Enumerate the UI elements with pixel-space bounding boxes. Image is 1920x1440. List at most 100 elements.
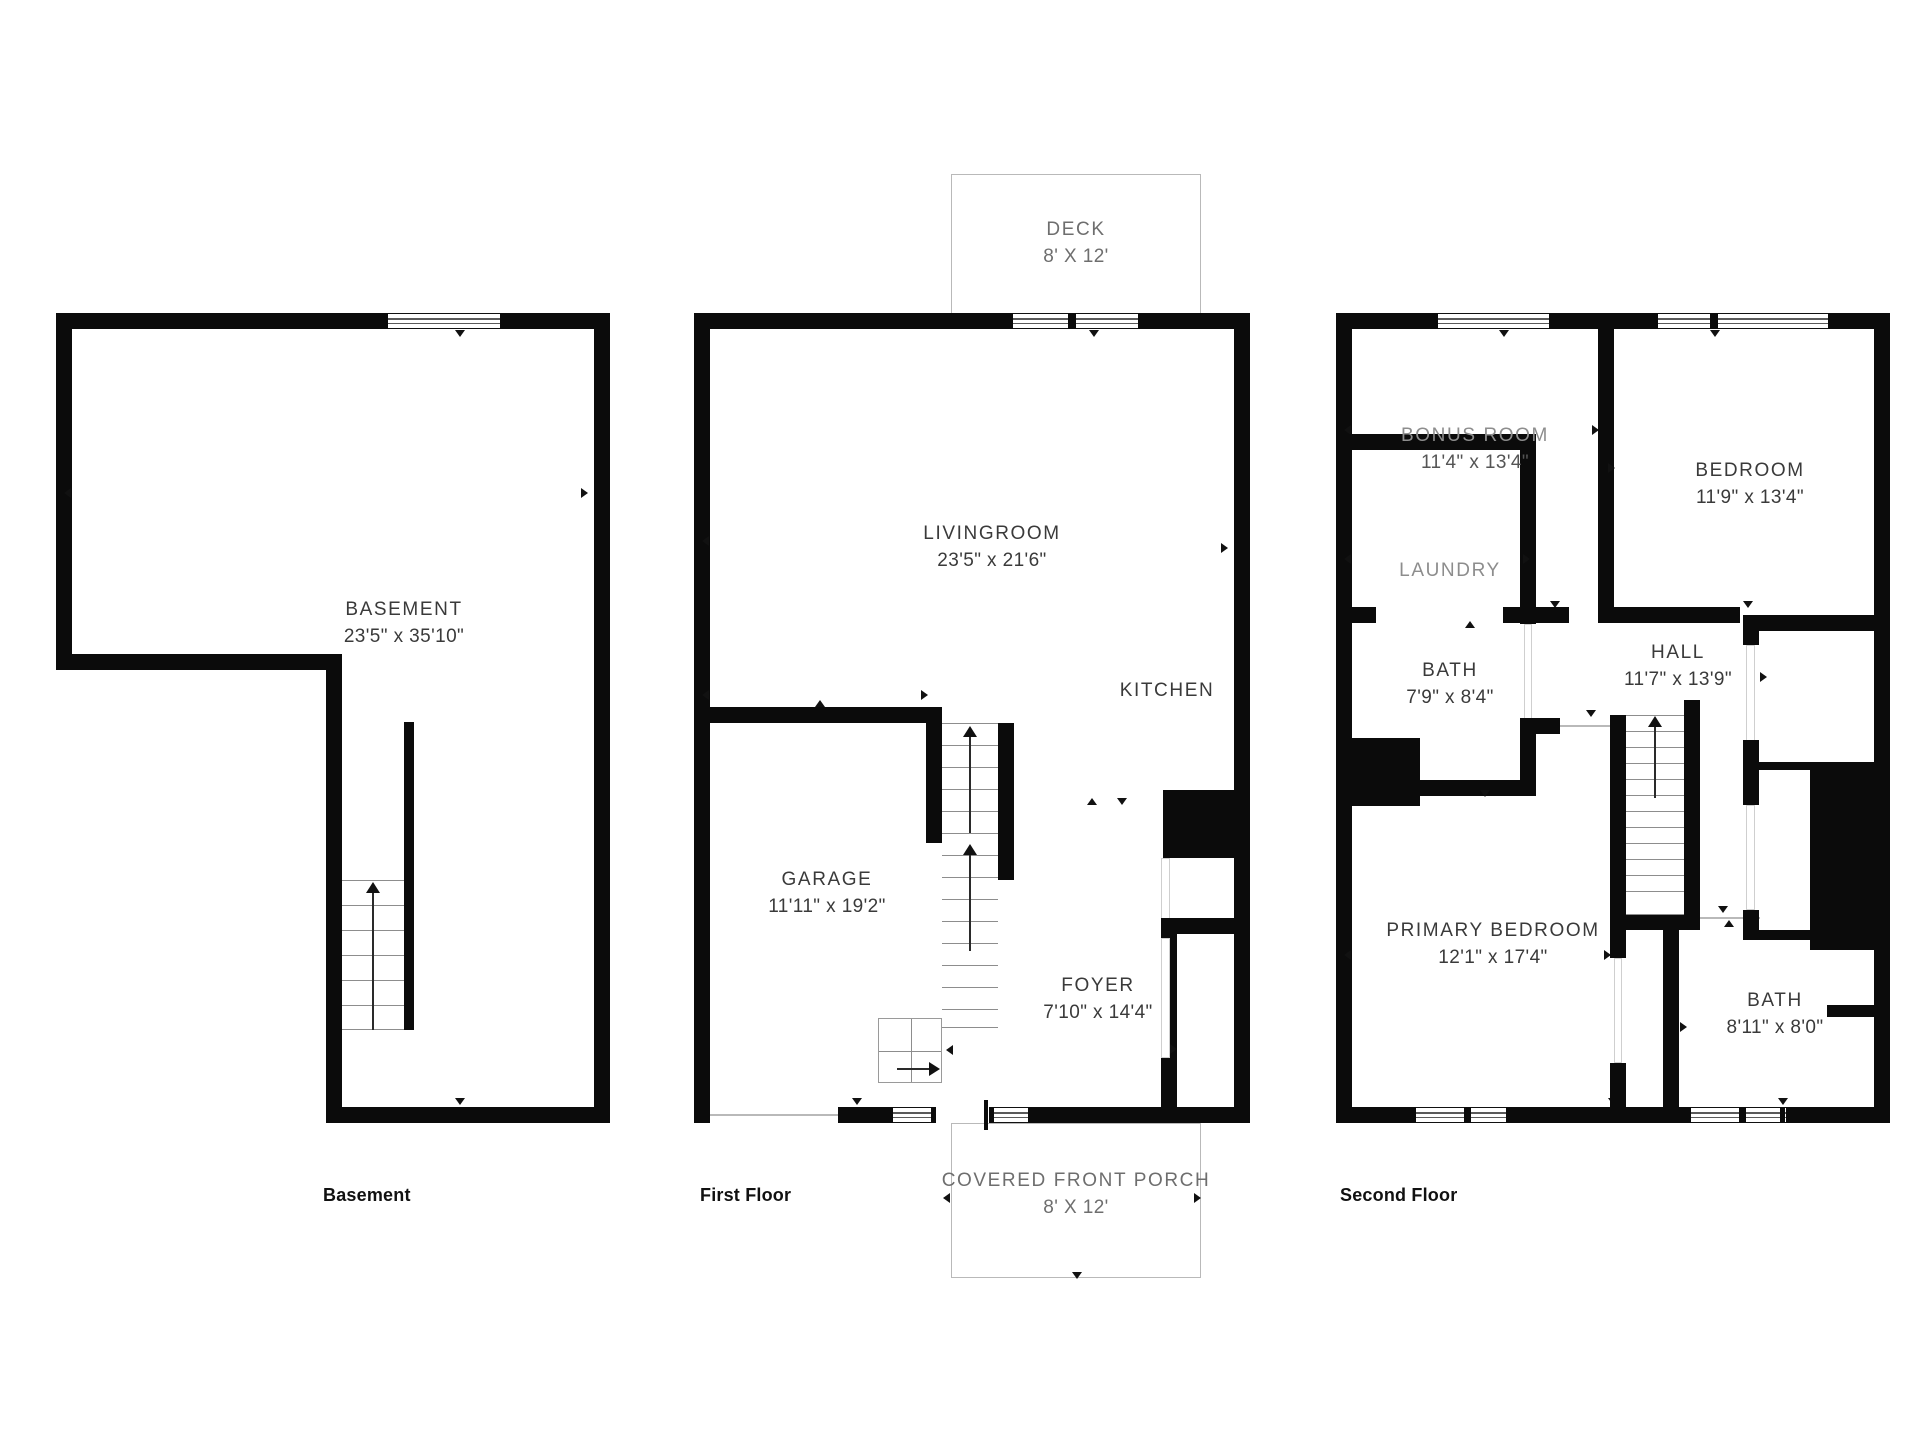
second-win-cap-b xyxy=(1549,313,1555,329)
first-window-top-tick xyxy=(1089,330,1099,337)
first-window-top-left xyxy=(1013,313,1068,329)
basement-stair-wall xyxy=(404,722,414,1030)
room-dim-deck: 8' X 12' xyxy=(1043,245,1109,267)
room-name-bonus-room: BONUS ROOM xyxy=(1401,425,1549,446)
closet-fill-right xyxy=(1810,770,1890,950)
garage-tick-right xyxy=(921,690,928,700)
garage-tick-top xyxy=(815,700,825,707)
second-wall-bedroom-div xyxy=(1598,313,1614,623)
second-wall-bottom-a xyxy=(1336,1107,1411,1123)
room-dim-primary-bedroom: 12'1" x 17'4" xyxy=(1438,946,1548,968)
second-tick-bathsill xyxy=(1586,710,1596,717)
basement-wall-mid-vertical xyxy=(326,654,342,1123)
first-wall-bottom-mid xyxy=(838,1107,888,1123)
second-win-tick-bonus xyxy=(1499,330,1509,337)
porch-tick-left xyxy=(943,1193,950,1203)
first-stair-head xyxy=(926,723,942,733)
first-entry-jamb xyxy=(984,1100,988,1130)
kitchen-tick-b xyxy=(1117,798,1127,805)
room-name-laundry: LAUNDRY xyxy=(1399,560,1501,581)
room-dim-foyer: 7'10" x 14'4" xyxy=(1043,1001,1153,1023)
second-tick-bedroom-div-a xyxy=(1592,425,1599,435)
second-tick-bedroom-div-b xyxy=(1608,463,1615,473)
first-entry-cap-d xyxy=(1028,1107,1033,1123)
first-wall-garage-top xyxy=(694,707,942,723)
second-tick-bath-left xyxy=(1344,554,1351,564)
basement-window-cap-right xyxy=(500,313,506,329)
second-tick-stair-landing-a xyxy=(1718,906,1728,913)
basement-wall-top xyxy=(56,313,610,329)
room-dim-garage: 11'11" x 19'2" xyxy=(768,895,886,917)
second-stair-wall-bottom xyxy=(1610,914,1700,930)
second-wall-laundry-right xyxy=(1520,434,1536,624)
second-wall-bath-right xyxy=(1520,730,1536,796)
bath-door-line-b xyxy=(1560,725,1620,727)
room-name-basement: BASEMENT xyxy=(345,599,463,620)
room-dim-bath-primary: 8'11" x 8'0" xyxy=(1726,1016,1824,1038)
second-wall-left xyxy=(1336,313,1352,1123)
room-name-kitchen: KITCHEN xyxy=(1119,680,1215,701)
second-tick-primary-left xyxy=(1344,950,1351,960)
second-window-bonus xyxy=(1438,313,1549,329)
second-window-bath-2 xyxy=(1746,1107,1786,1123)
basement-window-tick xyxy=(455,330,465,337)
room-name-garage: GARAGE xyxy=(781,869,873,890)
room-label-bedroom: BEDROOM 11'9" x 13'4" xyxy=(1695,458,1804,512)
second-tick-bath-bottom xyxy=(1778,1098,1788,1105)
second-stair-wall-left xyxy=(1610,715,1626,930)
room-label-hall: HALL 11'7" x 13'9" xyxy=(1624,640,1732,694)
kitchen-closet-tick xyxy=(1170,1044,1177,1054)
second-window-primary-1 xyxy=(1416,1107,1464,1123)
first-entry-cap-c xyxy=(989,1107,994,1123)
second-wall-laundry-top xyxy=(1336,434,1536,450)
first-wall-right xyxy=(1234,313,1250,1123)
room-label-primary-bedroom: PRIMARY BEDROOM 12'1" x 17'4" xyxy=(1386,918,1599,972)
closet-wall-mid-h xyxy=(1743,762,1890,770)
second-tick-bath-right xyxy=(1523,554,1530,564)
porch-tick-right xyxy=(1194,1193,1201,1203)
second-tick-hall-a xyxy=(1743,601,1753,608)
basement-wall-bottom xyxy=(326,1107,610,1123)
room-dim-bath-hall: 7'9" x 8'4" xyxy=(1406,686,1494,708)
second-winb-cap-b xyxy=(1464,1107,1471,1123)
first-stair-wall-right xyxy=(998,723,1014,880)
room-name-bedroom: BEDROOM xyxy=(1695,460,1805,481)
basement-tick-bottom xyxy=(455,1098,465,1105)
second-wall-primary-right-a xyxy=(1610,930,1626,958)
second-win-tick-bedroom xyxy=(1710,330,1720,337)
room-label-bonus-room: BONUS ROOM 11'4" x 13'4" xyxy=(1401,423,1549,477)
second-tick-stair-landing-b xyxy=(1724,920,1734,927)
landing-arrow-line xyxy=(897,1068,933,1070)
room-label-bath-hall: BATH 7'9" x 8'4" xyxy=(1406,658,1493,712)
basement-wall-mid-horizontal xyxy=(56,654,342,670)
room-dim-hall: 11'7" x 13'9" xyxy=(1624,668,1732,690)
second-floor-stairs xyxy=(1626,715,1684,916)
first-entry-cap-a xyxy=(888,1107,893,1123)
first-entry-door-front xyxy=(994,1107,1028,1123)
second-wall-bath-sill xyxy=(1520,718,1560,734)
room-name-bath-hall: BATH xyxy=(1422,660,1478,681)
room-dim-bonus-room: 11'4" x 13'4" xyxy=(1420,451,1529,473)
second-wall-bath2-left xyxy=(1663,930,1679,1123)
first-window-cap-b xyxy=(1068,313,1076,329)
second-wall-bath2-shelf xyxy=(1827,1005,1890,1017)
first-entry-door-garage xyxy=(893,1107,931,1123)
second-wall-bottom-c xyxy=(1765,1107,1890,1123)
first-stair-wall-left xyxy=(926,723,942,843)
room-label-livingroom: LIVINGROOM 23'5" x 21'6" xyxy=(923,521,1060,575)
second-winb-cap-d xyxy=(1686,1107,1691,1123)
second-window-bath-1 xyxy=(1691,1107,1739,1123)
second-window-primary-2 xyxy=(1471,1107,1511,1123)
second-wall-bedroom-bottom xyxy=(1598,607,1740,623)
room-dim-basement: 23'5" x 35'10" xyxy=(343,625,465,647)
second-wall-bath-bottom xyxy=(1420,780,1536,796)
kitchen-counter-block xyxy=(1163,790,1234,858)
second-win-cap-e xyxy=(1828,313,1834,329)
room-name-bath-primary: BATH xyxy=(1747,990,1803,1011)
floor-caption-second: Second Floor xyxy=(1340,1185,1458,1205)
second-window-bedroom-1 xyxy=(1658,313,1710,329)
first-entry-cap-b xyxy=(931,1107,936,1123)
second-tick-bath2-door xyxy=(1680,1022,1687,1032)
closet-door-upper xyxy=(1746,645,1755,742)
primary-bedroom-door xyxy=(1614,958,1622,1063)
